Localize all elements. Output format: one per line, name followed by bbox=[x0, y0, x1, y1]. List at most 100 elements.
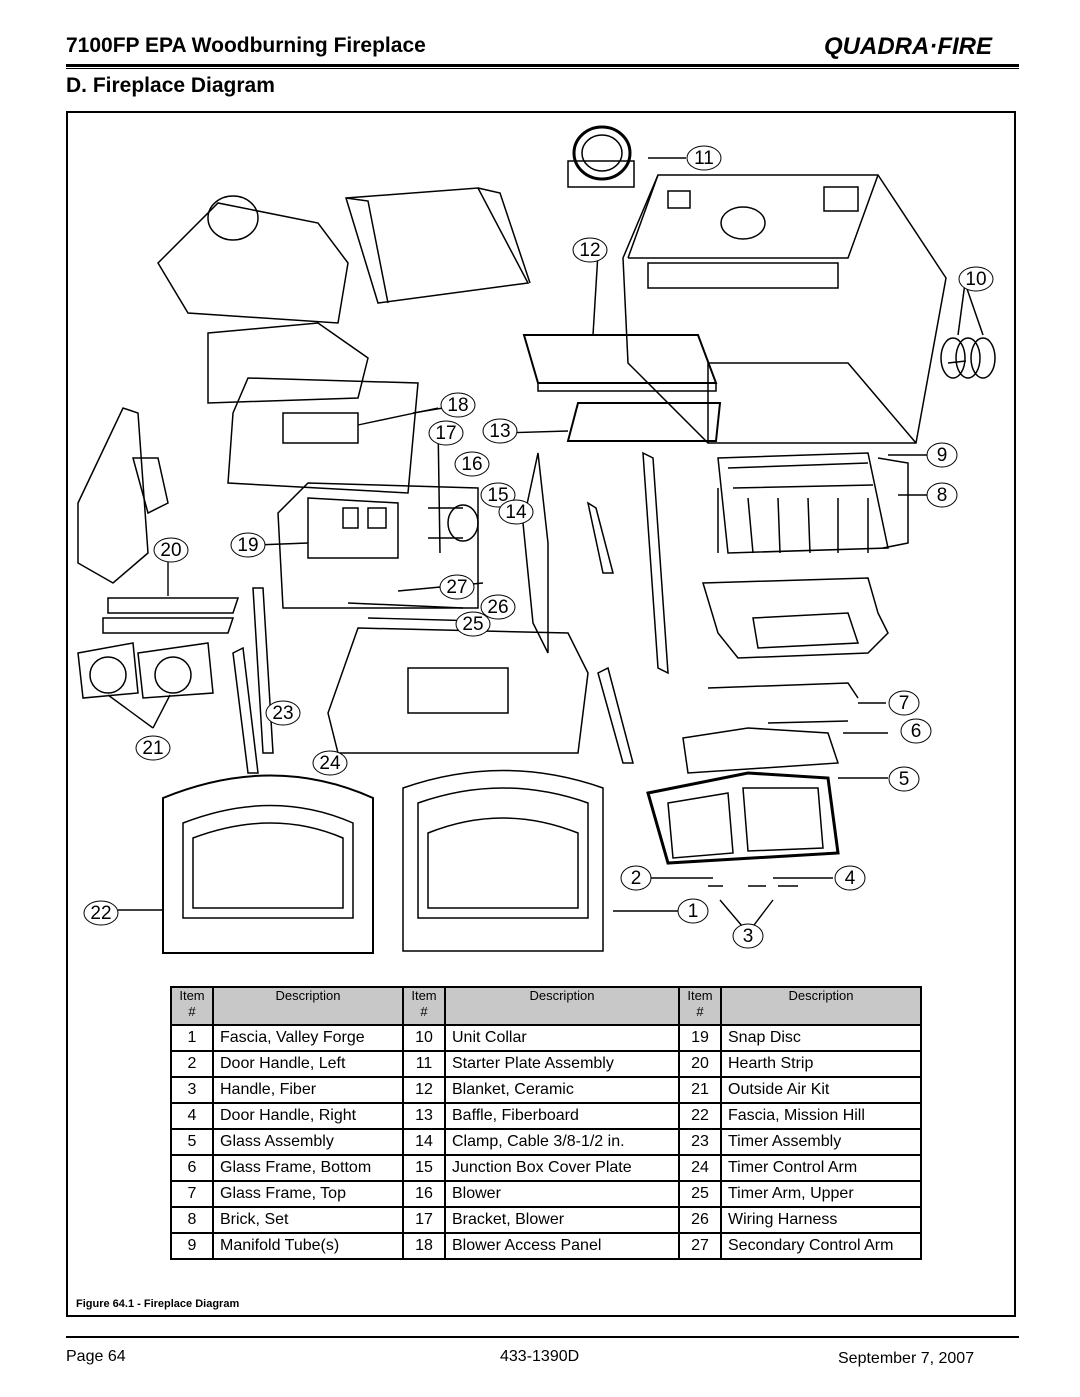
header-item: Item# bbox=[170, 986, 214, 1026]
svg-text:2: 2 bbox=[631, 868, 642, 889]
svg-text:12: 12 bbox=[579, 240, 600, 261]
item-number: 14 bbox=[402, 1128, 446, 1156]
item-number: 20 bbox=[678, 1050, 722, 1078]
header-description: Description bbox=[212, 986, 404, 1026]
item-description: Manifold Tube(s) bbox=[212, 1232, 404, 1260]
hearth-strip-drawing bbox=[102, 597, 240, 634]
base-pan-drawing bbox=[277, 482, 589, 754]
header-rule-thin bbox=[66, 68, 1019, 69]
callout-18: 18 bbox=[440, 392, 476, 418]
callout-1: 1 bbox=[677, 898, 709, 924]
item-description: Door Handle, Right bbox=[212, 1102, 404, 1130]
svg-text:5: 5 bbox=[899, 769, 910, 790]
svg-text:13: 13 bbox=[489, 421, 510, 442]
svg-text:8: 8 bbox=[937, 485, 948, 506]
item-description: Secondary Control Arm bbox=[720, 1232, 922, 1260]
svg-text:14: 14 bbox=[505, 502, 527, 523]
callout-17: 17 bbox=[428, 420, 464, 446]
svg-text:22: 22 bbox=[90, 903, 111, 924]
callout-21: 21 bbox=[135, 735, 171, 761]
item-number: 25 bbox=[678, 1180, 722, 1208]
svg-text:20: 20 bbox=[160, 540, 181, 561]
item-number: 10 bbox=[402, 1024, 446, 1052]
callout-22: 22 bbox=[83, 900, 119, 926]
brick-set-drawing bbox=[717, 452, 909, 554]
svg-text:19: 19 bbox=[237, 535, 258, 556]
quadra-fire-logo: QUADRA·FIRE bbox=[824, 33, 993, 60]
item-description: Timer Arm, Upper bbox=[720, 1180, 922, 1208]
item-description: Bracket, Blower bbox=[444, 1206, 680, 1234]
callout-24: 24 bbox=[312, 750, 348, 776]
firebox-shell-drawing bbox=[622, 174, 947, 444]
fascia-valley-forge-drawing bbox=[402, 769, 604, 952]
item-description: Blower bbox=[444, 1180, 680, 1208]
item-description: Unit Collar bbox=[444, 1024, 680, 1052]
item-description: Outside Air Kit bbox=[720, 1076, 922, 1104]
callout-13: 13 bbox=[482, 418, 518, 444]
footer-rule bbox=[66, 1336, 1019, 1338]
callout-2: 2 bbox=[620, 865, 652, 891]
item-description: Blower Access Panel bbox=[444, 1232, 680, 1260]
item-description: Wiring Harness bbox=[720, 1206, 922, 1234]
item-number: 6 bbox=[170, 1154, 214, 1182]
item-number: 16 bbox=[402, 1180, 446, 1208]
item-description: Snap Disc bbox=[720, 1024, 922, 1052]
svg-text:18: 18 bbox=[447, 395, 468, 416]
item-description: Fascia, Mission Hill bbox=[720, 1102, 922, 1130]
item-number: 4 bbox=[170, 1102, 214, 1130]
glass-assembly-drawing bbox=[646, 727, 840, 865]
exploded-diagram: 11 12 10 18 17 13 9 16 15 8 14 20 19 27 … bbox=[77, 125, 996, 954]
item-description: Hearth Strip bbox=[720, 1050, 922, 1078]
callout-3: 3 bbox=[732, 923, 764, 949]
outside-air-kit-drawing bbox=[77, 642, 214, 699]
svg-text:23: 23 bbox=[272, 703, 293, 724]
item-number: 22 bbox=[678, 1102, 722, 1130]
callout-25: 25 bbox=[455, 611, 491, 637]
parts-table-header: Item# Description Item# Description Item… bbox=[170, 986, 922, 1026]
item-number: 18 bbox=[402, 1232, 446, 1260]
callout-26: 26 bbox=[480, 594, 516, 620]
callout-19: 19 bbox=[230, 532, 266, 558]
header-item: Item# bbox=[678, 986, 722, 1026]
page-number: Page 64 bbox=[66, 1348, 126, 1365]
item-number: 7 bbox=[170, 1180, 214, 1208]
starter-plate-drawing bbox=[567, 125, 635, 188]
svg-text:21: 21 bbox=[142, 738, 163, 759]
callout-5: 5 bbox=[888, 766, 920, 792]
item-description: Clamp, Cable 3/8-1/2 in. bbox=[444, 1128, 680, 1156]
callout-10: 10 bbox=[958, 266, 994, 292]
blower-bracket-drawing bbox=[227, 377, 444, 554]
section-title: D. Fireplace Diagram bbox=[66, 74, 275, 97]
svg-text:7: 7 bbox=[899, 693, 910, 714]
item-number: 26 bbox=[678, 1206, 722, 1234]
callout-6: 6 bbox=[900, 718, 932, 744]
parts-table: Item# Description Item# Description Item… bbox=[170, 986, 922, 1260]
item-description: Blanket, Ceramic bbox=[444, 1076, 680, 1104]
item-number: 21 bbox=[678, 1076, 722, 1104]
item-number: 8 bbox=[170, 1206, 214, 1234]
item-number: 24 bbox=[678, 1154, 722, 1182]
svg-text:1: 1 bbox=[688, 901, 699, 922]
callout-16: 16 bbox=[454, 451, 490, 477]
svg-text:9: 9 bbox=[937, 445, 948, 466]
item-number: 9 bbox=[170, 1232, 214, 1260]
item-description: Brick, Set bbox=[212, 1206, 404, 1234]
item-description: Glass Assembly bbox=[212, 1128, 404, 1156]
item-description: Handle, Fiber bbox=[212, 1076, 404, 1104]
hood-drawing bbox=[157, 187, 531, 404]
svg-text:10: 10 bbox=[965, 269, 986, 290]
manifold-tubes-drawing bbox=[940, 282, 996, 379]
callout-20: 20 bbox=[153, 537, 189, 563]
item-description: Timer Assembly bbox=[720, 1128, 922, 1156]
item-number: 3 bbox=[170, 1076, 214, 1104]
callout-11: 11 bbox=[686, 145, 722, 171]
item-number: 11 bbox=[402, 1050, 446, 1078]
svg-text:6: 6 bbox=[911, 721, 922, 742]
svg-text:15: 15 bbox=[487, 485, 508, 506]
svg-text:QUADRA·FIRE: QUADRA·FIRE bbox=[824, 33, 993, 60]
